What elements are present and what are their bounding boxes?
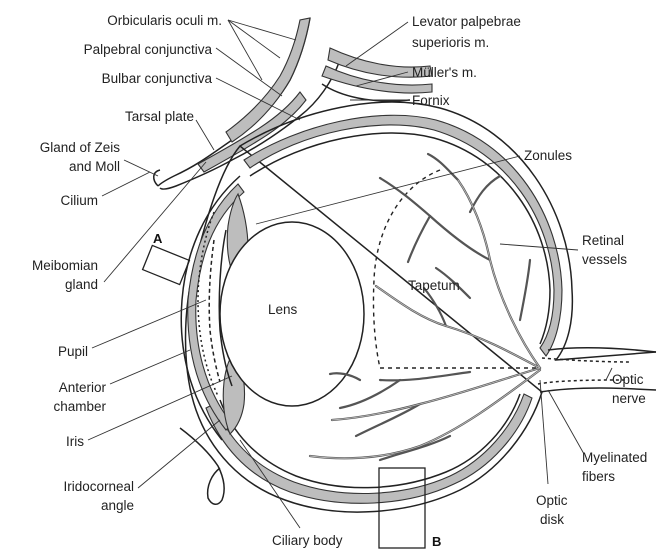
label-bulbar: Bulbar conjunctiva bbox=[102, 71, 213, 86]
label-iris: Iris bbox=[66, 434, 84, 449]
label-myelinated-line2: fibers bbox=[582, 469, 615, 484]
label-anterior-line2: chamber bbox=[53, 399, 106, 414]
label-palpebral: Palpebral conjunctiva bbox=[84, 42, 213, 57]
label-muller: Müller's m. bbox=[412, 65, 477, 80]
label-levator-line1: Levator palpebrae bbox=[412, 14, 521, 29]
label-fornix: Fornix bbox=[412, 93, 450, 108]
label-levator-line2: superioris m. bbox=[412, 35, 489, 50]
label-meibomian-line2: gland bbox=[65, 277, 98, 292]
label-ciliary-body: Ciliary body bbox=[272, 533, 343, 548]
label-pupil: Pupil bbox=[58, 344, 88, 359]
label-anterior-line1: Anterior bbox=[59, 380, 107, 395]
lower-lid bbox=[180, 428, 224, 504]
label-meibomian-line1: Meibomian bbox=[32, 258, 98, 273]
label-iridocorneal-line2: angle bbox=[101, 498, 134, 513]
label-lens: Lens bbox=[268, 302, 298, 317]
label-box-b: B bbox=[432, 534, 441, 549]
tapetum-outline bbox=[373, 170, 540, 368]
label-optic-disk-line1: Optic bbox=[536, 493, 568, 508]
label-tarsal: Tarsal plate bbox=[125, 109, 194, 124]
label-orbicularis: Orbicularis oculi m. bbox=[107, 13, 222, 28]
label-cilium: Cilium bbox=[60, 193, 98, 208]
label-optic-nerve-line1: Optic bbox=[612, 372, 644, 387]
label-optic-nerve-line2: nerve bbox=[612, 391, 646, 406]
label-tapetum: Tapetum bbox=[408, 278, 460, 293]
label-retinal-line1: Retinal bbox=[582, 233, 624, 248]
box-a bbox=[143, 245, 190, 284]
label-iridocorneal-line1: Iridocorneal bbox=[63, 479, 134, 494]
label-retinal-line2: vessels bbox=[582, 252, 627, 267]
label-box-a: A bbox=[153, 231, 163, 246]
label-zonules: Zonules bbox=[524, 148, 572, 163]
label-zeis-line1: Gland of Zeis bbox=[40, 140, 121, 155]
label-myelinated-line1: Myelinated bbox=[582, 450, 647, 465]
label-zeis-line2: and Moll bbox=[69, 159, 120, 174]
label-optic-disk-line2: disk bbox=[540, 512, 564, 527]
